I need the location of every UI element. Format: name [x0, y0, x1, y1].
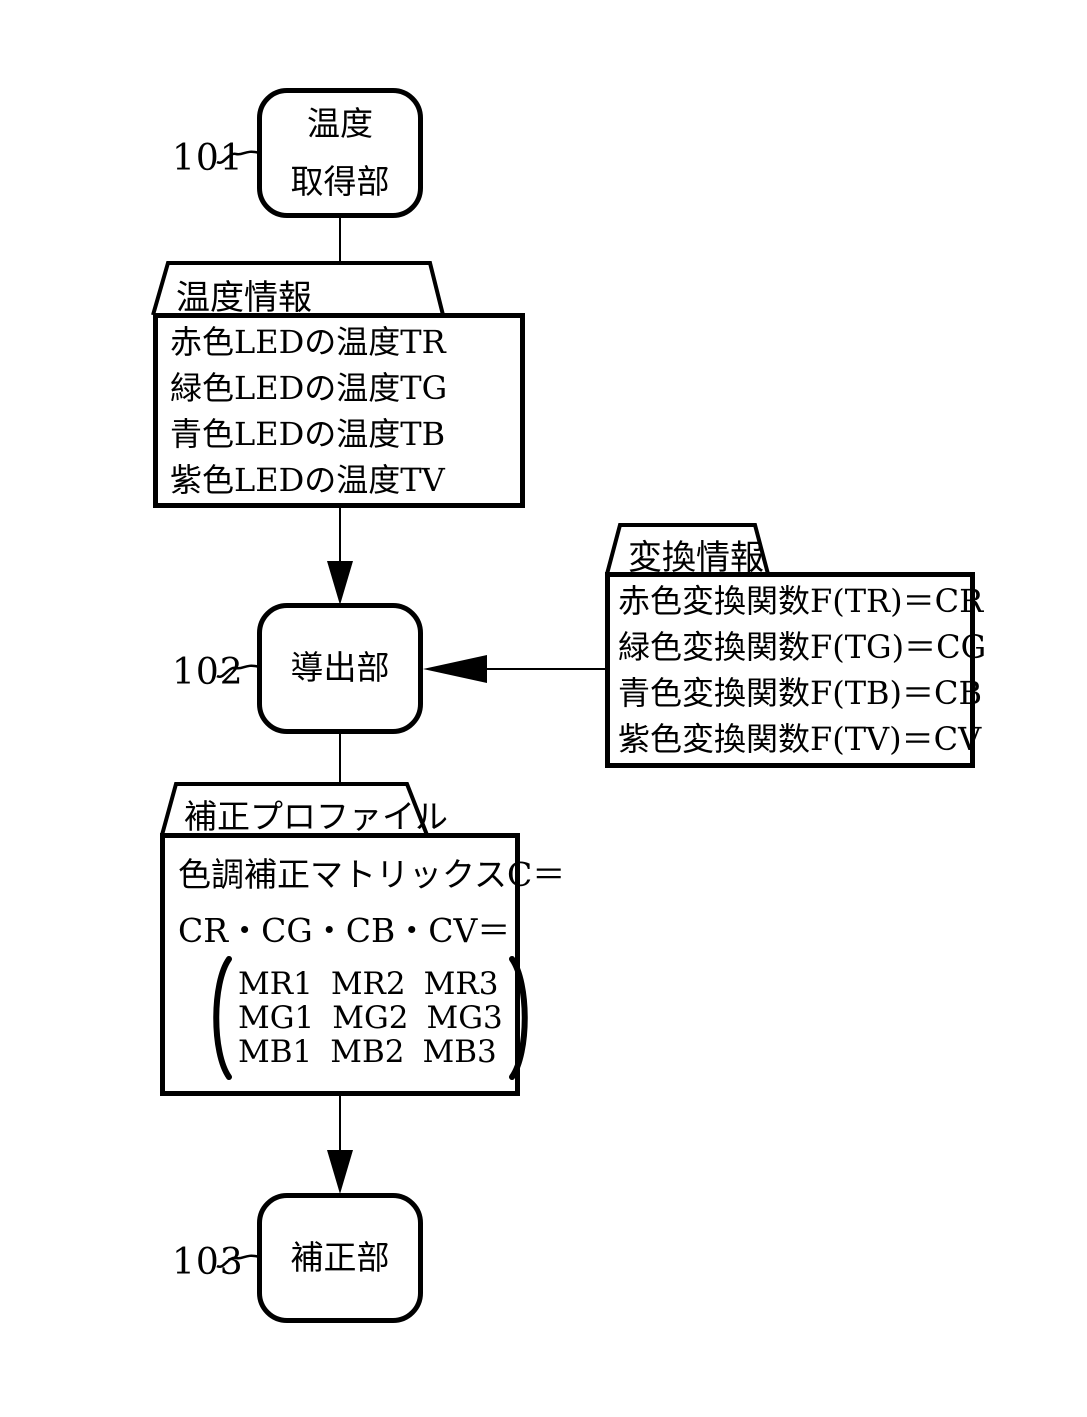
leader-squiggle-102: [216, 664, 260, 678]
convinfo-line: 緑色変換関数F(TG)＝CG: [618, 628, 987, 666]
convinfo-line: 赤色変換関数F(TR)＝CR: [618, 582, 984, 620]
node-label-line: 補正部: [290, 1237, 390, 1277]
matrix-row: MB1 MB2 MB3: [238, 1035, 503, 1069]
tempinfo-folder-tab: [151, 261, 445, 316]
ref-numeral-102: 102: [172, 652, 244, 693]
tempinfo-lines: 赤色LEDの温度TR 緑色LEDの温度TG 青色LEDの温度TB 紫色LEDの温…: [170, 319, 447, 503]
arrowhead-into-103: [327, 1150, 353, 1194]
leader-squiggle-103: [216, 1254, 260, 1268]
matrix-cell: MB1: [238, 1034, 313, 1070]
convinfo-lines: 赤色変換関数F(TR)＝CR 緑色変換関数F(TG)＝CG 青色変換関数F(TB…: [618, 578, 986, 762]
matrix-row: MG1 MG2 MG3: [238, 1001, 503, 1035]
ref-numeral-101: 101: [172, 138, 244, 179]
matrix-rows: MR1 MR2 MR3 MG1 MG2 MG3 MB1 MB2 MB3: [238, 967, 503, 1069]
profile-tab-label: 補正プロファイル: [184, 797, 448, 836]
node-correction-unit: 補正部: [257, 1193, 423, 1323]
node-label-line: 導出部: [290, 648, 390, 688]
node-label-line: 温度: [307, 103, 373, 143]
node-label-line: 取得部: [290, 162, 390, 201]
matrix-right-paren: [508, 956, 528, 1080]
correction-matrix: MR1 MR2 MR3 MG1 MG2 MG3 MB1 MB2 MB3: [204, 955, 537, 1081]
ref-numeral-103: 103: [172, 1242, 244, 1283]
convinfo-tab-label: 変換情報: [628, 538, 764, 578]
tempinfo-line: 青色LEDの温度TB: [170, 415, 446, 453]
tempinfo-folder-body: [153, 313, 525, 508]
matrix-cell: MR2: [330, 966, 406, 1002]
matrix-cell: MR3: [423, 966, 499, 1002]
matrix-cell: MB2: [330, 1034, 405, 1070]
convinfo-line: 紫色変換関数F(TV)＝CV: [618, 720, 982, 758]
matrix-cell: MB3: [422, 1034, 497, 1070]
convinfo-folder-body: [605, 572, 975, 768]
profile-heading1: 色調補正マトリックスC＝: [178, 855, 566, 894]
tempinfo-tab-label: 温度情報: [176, 278, 312, 318]
matrix-row: MR1 MR2 MR3: [238, 967, 503, 1001]
matrix-cell: MR1: [238, 966, 313, 1002]
tempinfo-line: 赤色LEDの温度TR: [170, 323, 446, 361]
arrowhead-into-102-right: [423, 655, 487, 683]
connector-102-to-profile: [339, 729, 341, 784]
node-derivation-unit: 導出部: [257, 603, 423, 734]
matrix-cell: MG3: [426, 1000, 503, 1036]
convinfo-line: 青色変換関数F(TB)＝CB: [618, 674, 983, 712]
matrix-cell: MG2: [332, 1000, 409, 1036]
profile-folder-tab: [160, 782, 429, 836]
node-temperature-acquisition-unit: 温度 取得部: [257, 88, 423, 218]
arrowhead-into-102: [327, 561, 353, 605]
tempinfo-line: 緑色LEDの温度TG: [170, 369, 448, 407]
connector-convinfo-to-102-line: [484, 668, 605, 670]
leader-squiggle-101: [216, 150, 260, 164]
tempinfo-line: 紫色LEDの温度TV: [170, 461, 445, 499]
connector-101-to-tempinfo: [339, 217, 341, 264]
convinfo-folder-tab: [605, 523, 770, 575]
connector-tempinfo-to-102-line: [339, 503, 341, 568]
matrix-cell: MG1: [238, 1000, 315, 1036]
connector-profile-to-103-line: [339, 1091, 341, 1159]
profile-heading2: CR・CG・CB・CV＝: [178, 911, 511, 950]
matrix-left-paren: [213, 956, 232, 1080]
